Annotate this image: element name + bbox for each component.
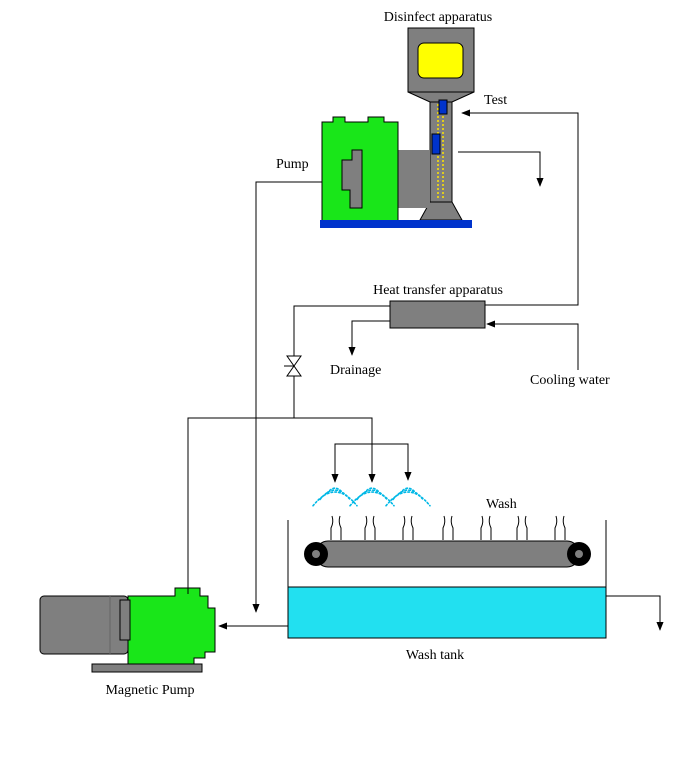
pump-base xyxy=(320,220,472,228)
bottle-1 xyxy=(330,515,342,540)
top-pump xyxy=(320,116,472,228)
disinfect-apparatus xyxy=(407,27,475,221)
spray-nozzle-3 xyxy=(385,487,431,507)
magnetic-pump-motor xyxy=(39,595,129,655)
bottle-6 xyxy=(516,515,528,540)
sensor-upper xyxy=(438,99,448,115)
pipes xyxy=(187,109,664,631)
magnetic-pump-head xyxy=(127,587,216,669)
bottle-7 xyxy=(554,515,566,540)
label-cooling-water: Cooling water xyxy=(530,373,610,388)
bottle-4 xyxy=(442,515,454,540)
label-test: Test xyxy=(484,93,507,108)
spray-nozzle-1 xyxy=(312,487,358,507)
wash-conveyor xyxy=(304,540,591,568)
heat-exchanger xyxy=(389,300,486,329)
valve-icon[interactable] xyxy=(284,355,302,377)
label-heat-transfer-apparatus: Heat transfer apparatus xyxy=(373,283,503,298)
magnetic-pump-base xyxy=(91,663,203,673)
spray-nozzles xyxy=(312,487,431,507)
magnetic-pump xyxy=(39,587,216,673)
bottle-3 xyxy=(402,515,414,540)
label-disinfect-apparatus: Disinfect apparatus xyxy=(384,10,492,25)
sensor-lower xyxy=(431,133,441,155)
label-drainage: Drainage xyxy=(330,363,381,378)
bottle-2 xyxy=(364,515,376,540)
bottle-5 xyxy=(480,515,492,540)
label-pump: Pump xyxy=(276,157,309,172)
bottles xyxy=(330,515,566,540)
disinfect-screen xyxy=(417,42,464,79)
label-wash-tank: Wash tank xyxy=(406,648,464,663)
label-magnetic-pump: Magnetic Pump xyxy=(105,683,194,698)
wash-tank xyxy=(287,586,607,639)
spray-nozzle-2 xyxy=(349,487,395,507)
label-wash: Wash xyxy=(486,497,517,512)
